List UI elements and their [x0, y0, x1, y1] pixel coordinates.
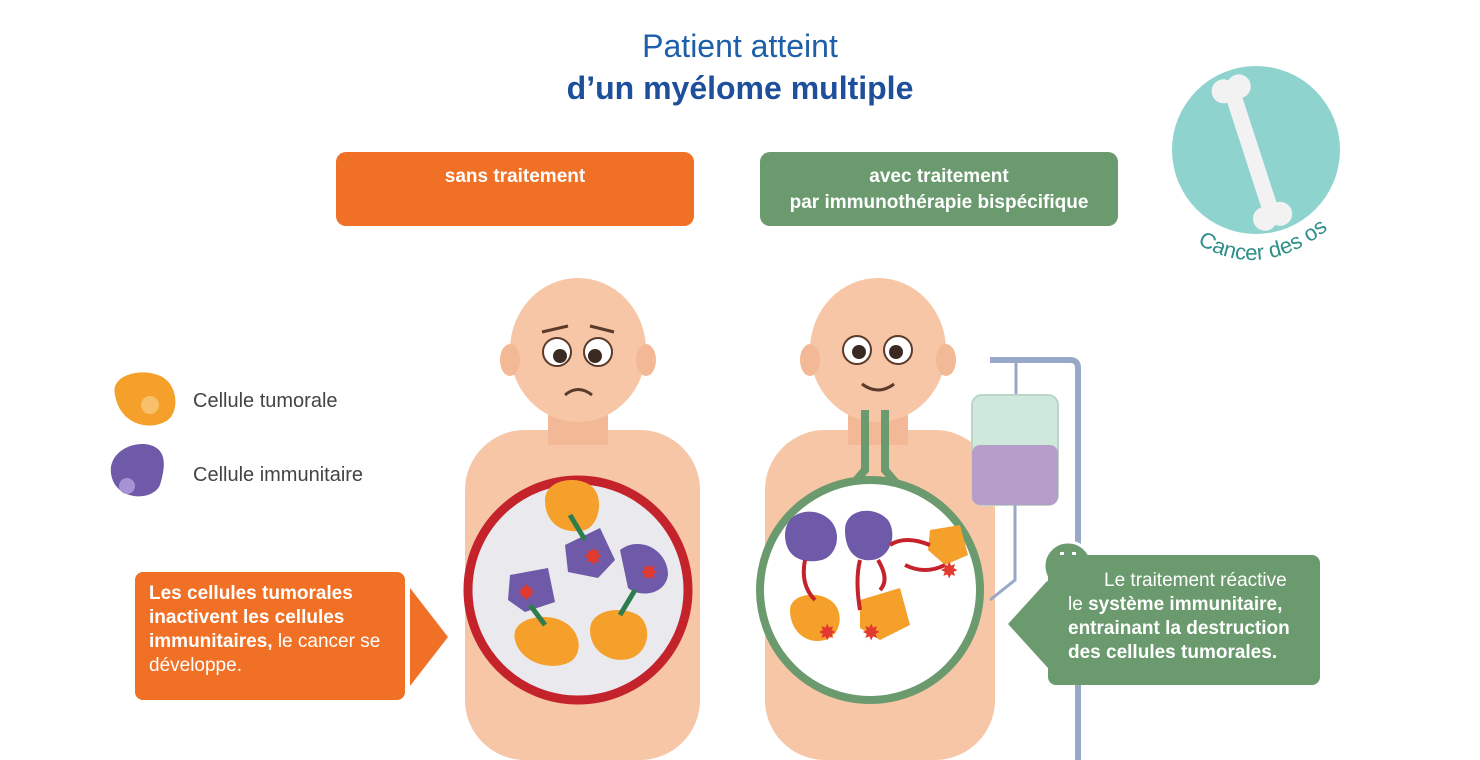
callout-right-line1: Le traitement réactive	[1104, 570, 1287, 591]
svg-text:✸: ✸	[517, 580, 535, 605]
callout-left-bold2: inactivent les cellules	[149, 607, 345, 628]
callout-pointer-left	[410, 588, 448, 686]
callout-left-rest2: développe.	[149, 655, 242, 676]
svg-text:✸: ✸	[940, 558, 958, 583]
callout-right-line2-normal: le	[1068, 594, 1089, 615]
label-left-text: sans traitement	[444, 166, 586, 187]
callout-right: Le traitement réactive le système immuni…	[1048, 555, 1320, 685]
tumor-cell-icon	[114, 372, 176, 426]
callout-left-bold1: Les cellules tumorales	[149, 583, 353, 604]
callout-left: Les cellules tumorales inactivent les ce…	[135, 572, 405, 700]
legend-immune-label: Cellule immunitaire	[193, 464, 364, 486]
bone-icon	[1211, 74, 1293, 231]
legend-tumor-label: Cellule tumorale	[193, 390, 338, 412]
svg-text:✸: ✸	[583, 544, 603, 571]
label-with-treatment: avec traitement par immunothérapie bispé…	[760, 152, 1118, 226]
svg-text:✸: ✸	[862, 620, 880, 645]
zoom-circle-right: ✸ ✸ ✸	[756, 476, 984, 704]
title-line-1: Patient atteint	[642, 28, 838, 64]
immune-cell-icon	[110, 444, 164, 497]
svg-text:✸: ✸	[640, 560, 658, 585]
bone-icon-badge: Cancer des os	[1172, 66, 1340, 265]
callout-pointer-right	[1008, 580, 1048, 668]
zoom-circle-left: ✸ ✸ ✸	[463, 475, 693, 705]
label-right-line2: par immunothérapie bispécifique	[789, 192, 1089, 213]
callout-right-line3: entrainant la destruction	[1068, 618, 1290, 639]
title-line-2: d’un myélome multiple	[566, 70, 914, 106]
svg-text:✸: ✸	[818, 620, 836, 645]
label-right-line1: avec traitement	[869, 166, 1009, 187]
callout-right-line2-bold: système immunitaire,	[1088, 594, 1283, 615]
iv-bag-icon	[971, 357, 1081, 760]
callout-left-rest1: le cancer se	[272, 631, 381, 652]
callout-left-bold3: immunitaires,	[149, 631, 273, 652]
label-without-treatment: sans traitement	[336, 152, 694, 226]
callout-right-line4: des cellules tumorales.	[1068, 642, 1278, 663]
